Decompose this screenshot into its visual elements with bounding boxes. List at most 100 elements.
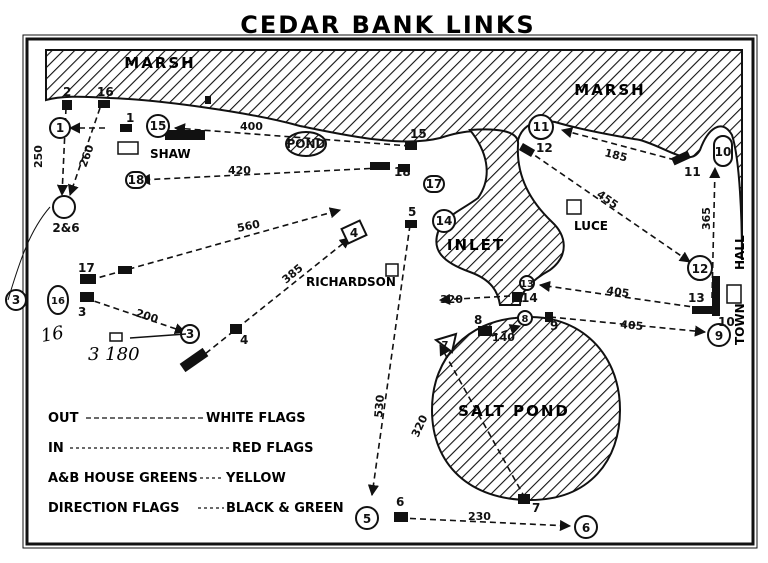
tee-num-9: 9 (550, 319, 558, 333)
shaw-label: SHAW (150, 147, 191, 161)
tee-numbers: 2 16 1 15 18 17 3 4 5 14 8 9 12 11 13 10… (63, 85, 735, 515)
marsh-right-label: MARSH (574, 81, 645, 99)
pen-stroke (129, 333, 187, 339)
tee-num-13: 13 (688, 291, 705, 305)
dist-405-9: 405 (620, 318, 644, 333)
pond-label: POND (287, 137, 326, 151)
green-num-12: 12 (692, 262, 709, 276)
route-18 (138, 167, 381, 186)
tee-17b (118, 266, 132, 274)
greens (5, 114, 733, 539)
green-5 (355, 506, 379, 530)
dist-185: 185 (603, 146, 628, 164)
dist-530: 530 (372, 394, 387, 418)
handwritten-3-180: 3 180 (88, 344, 140, 365)
legend-in-label: IN (48, 441, 64, 456)
tee-num-7: 7 (532, 501, 540, 515)
dist-420: 420 (228, 164, 251, 177)
green-num-3: 3 (186, 327, 194, 341)
dist-405-13: 405 (606, 284, 631, 300)
green-num-2-and-16: 2&6 (52, 221, 79, 235)
route-9 (549, 316, 707, 337)
green-10 (713, 135, 733, 167)
tee-num-4: 4 (240, 333, 248, 347)
hall-label: HALL (733, 235, 747, 270)
tee-num-10: 10 (718, 315, 735, 329)
green-13 (519, 275, 535, 291)
tee-num-8: 8 (474, 313, 482, 327)
salt-pond-label: SALT POND (458, 402, 570, 420)
tee-8 (478, 326, 492, 336)
tee-11 (671, 150, 691, 166)
tee-18b (398, 164, 410, 172)
tee-15-trees (165, 130, 205, 140)
salt-pond (430, 316, 622, 502)
tee-num-3: 3 (78, 305, 86, 319)
green-6 (574, 515, 598, 539)
green-num-10: 10 (715, 145, 732, 159)
green-4 (340, 219, 368, 245)
dist-560: 560 (236, 217, 262, 235)
green-num-3-edge: 3 (12, 293, 20, 307)
marsh-left-label: MARSH (124, 54, 195, 72)
green-num-7: 7 (442, 340, 449, 351)
green-7 (433, 332, 458, 354)
green-3-edge (5, 289, 27, 311)
green-17 (423, 175, 445, 193)
route-5 (367, 224, 411, 497)
green-num-14: 14 (436, 214, 453, 228)
map-title: CEDAR BANK LINKS (240, 11, 535, 39)
tee-14 (512, 292, 522, 302)
dist-455: 455 (594, 188, 620, 212)
route-12 (526, 149, 691, 263)
tee-num-16: 16 (97, 85, 114, 99)
tee-5 (405, 220, 417, 228)
tee-4 (230, 324, 242, 334)
tee-num-11: 11 (684, 165, 701, 179)
green-num-11: 11 (533, 120, 550, 134)
tee-9 (545, 312, 553, 322)
dist-365: 365 (700, 207, 713, 230)
tee-num-15: 15 (410, 127, 427, 141)
tee-18a (370, 162, 390, 170)
green-11 (528, 114, 554, 140)
dist-140: 140 (492, 331, 515, 344)
shaw-house (117, 141, 139, 155)
tee-10 (712, 276, 720, 316)
tee-3 (80, 292, 94, 302)
green-num-6: 6 (582, 521, 590, 535)
tee-markers (62, 96, 720, 522)
legend: OUT WHITE FLAGS IN RED FLAGS A&B HOUSE G… (48, 411, 344, 516)
green-18 (125, 171, 147, 189)
tee-num-6: 6 (396, 495, 404, 509)
legend-house-label: A&B HOUSE GREENS (48, 471, 198, 486)
sketch-line (7, 206, 51, 301)
green-num-8: 8 (522, 314, 529, 325)
town-hall-building (726, 284, 742, 304)
green-9 (707, 323, 731, 347)
dist-260: 260 (77, 143, 97, 169)
dist-400: 400 (240, 120, 263, 133)
route-16 (67, 107, 101, 197)
tee-2 (62, 100, 72, 110)
legend-out-label: OUT (48, 411, 79, 426)
legend-out-value: WHITE FLAGS (206, 411, 306, 426)
tee-17a (80, 274, 96, 284)
tee-6 (394, 512, 408, 522)
inlet-water (435, 128, 565, 306)
tee-4-start (179, 347, 209, 373)
tee-num-5: 5 (408, 205, 416, 219)
green-num-9: 9 (715, 329, 723, 343)
green-numbers: 1 15 18 17 2&6 4 14 11 12 10 9 5 6 3 13 … (12, 119, 732, 535)
green-12 (687, 255, 713, 281)
dist-320: 320 (440, 293, 463, 306)
route-4 (189, 237, 351, 367)
inlet-label: INLET (447, 236, 505, 254)
tee-1 (120, 124, 132, 132)
dist-250: 250 (32, 145, 45, 168)
legend-in-value: RED FLAGS (232, 441, 313, 456)
tee-num-18: 18 (394, 165, 411, 179)
tee-16 (98, 100, 110, 108)
green-1 (49, 117, 71, 139)
